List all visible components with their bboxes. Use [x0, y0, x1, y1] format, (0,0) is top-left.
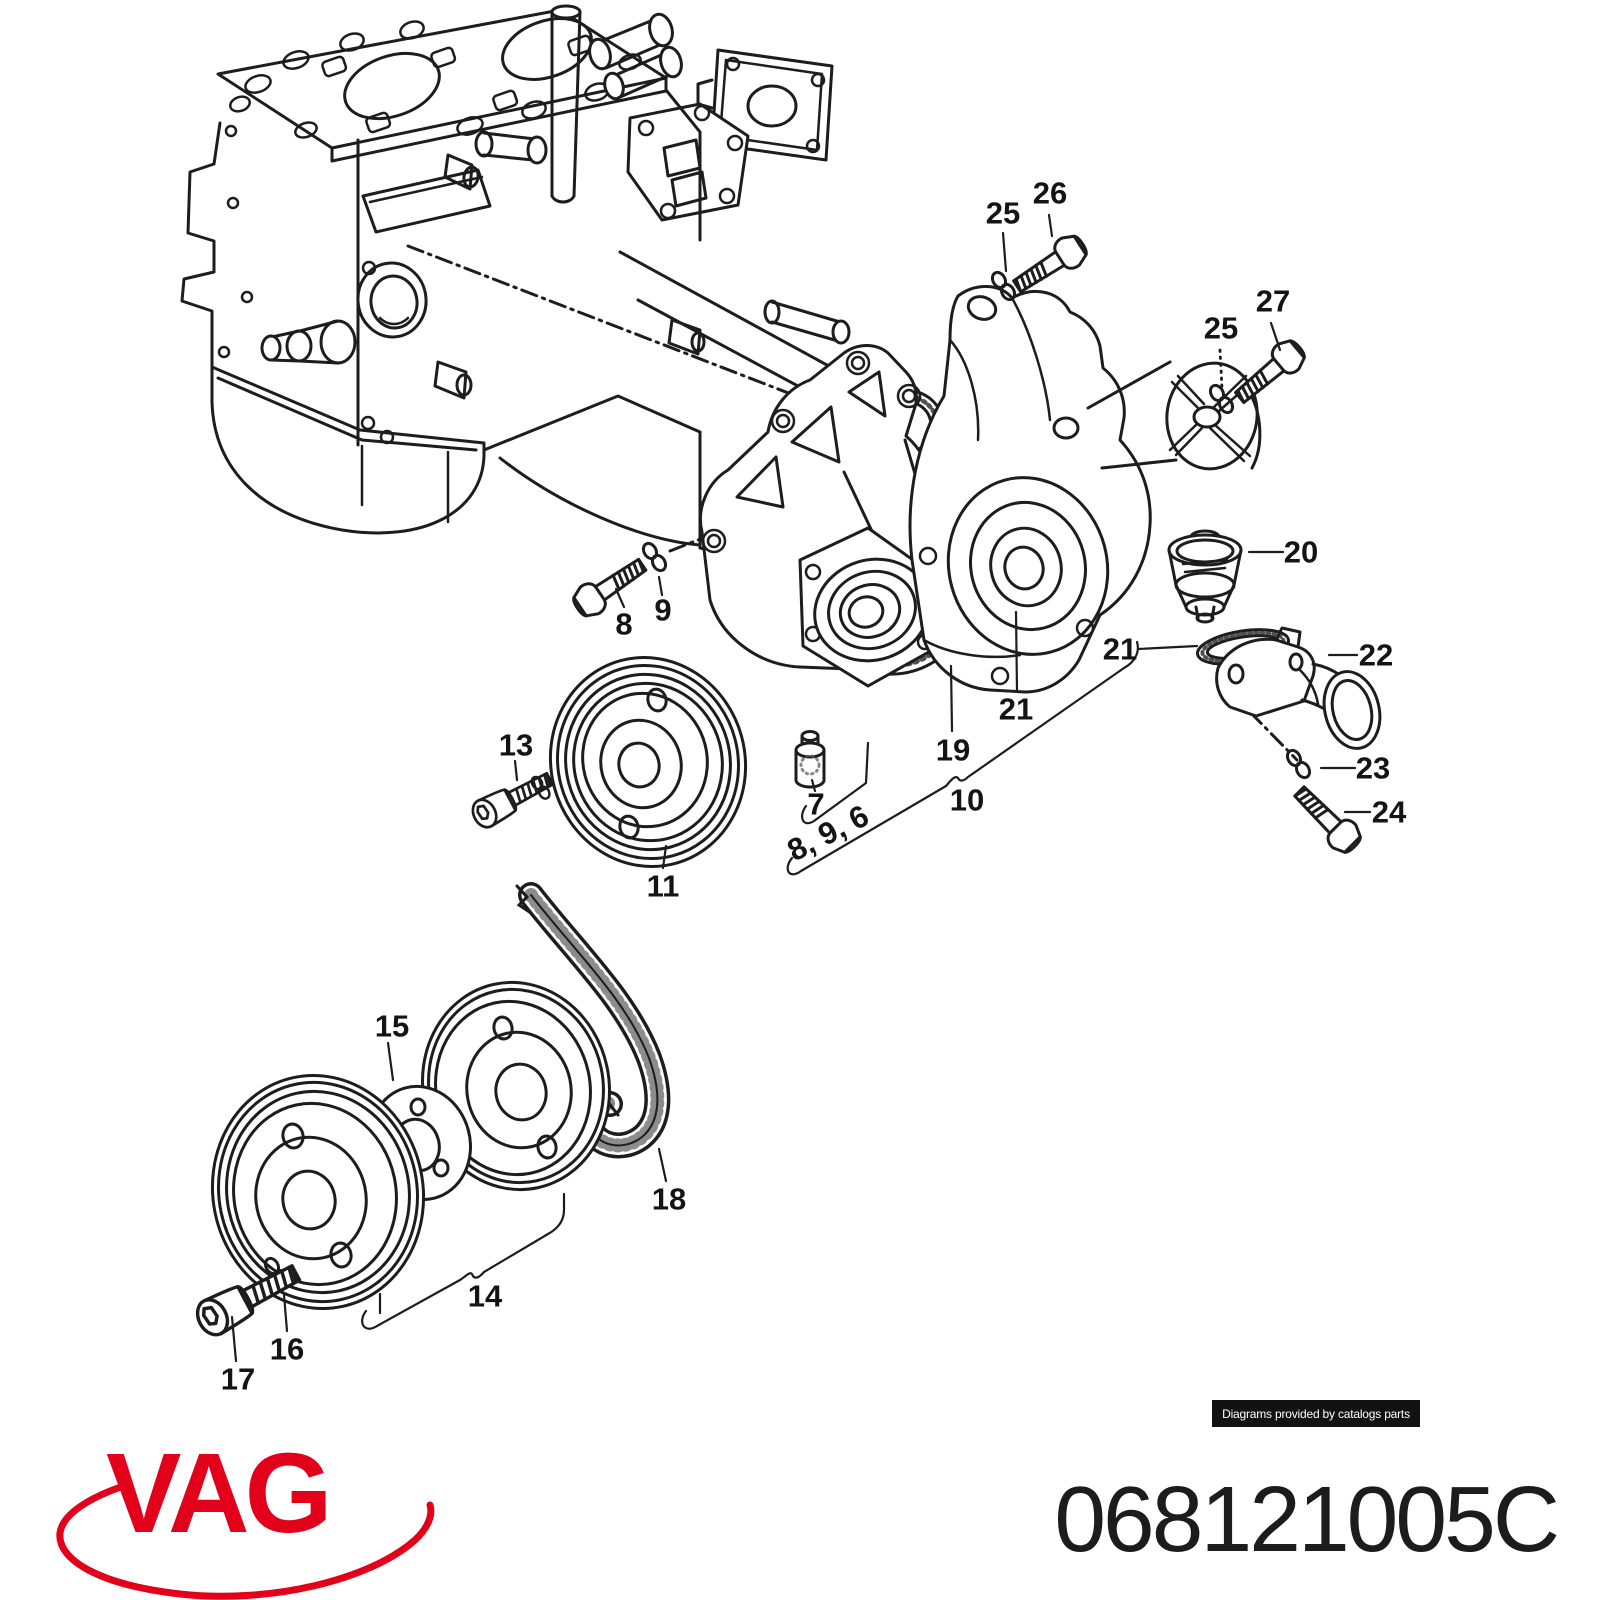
- clip-23-drawing: [1283, 746, 1314, 782]
- callout-16: 16: [270, 1332, 304, 1367]
- vag-logo-text: VAG: [106, 1430, 327, 1556]
- water-pump-drawing: [699, 344, 954, 688]
- callout-26: 26: [1033, 176, 1067, 211]
- water-pump-pulley-drawing: [548, 656, 748, 868]
- part-number: 068121005C: [1054, 1467, 1557, 1571]
- callout-17: 17: [221, 1362, 255, 1397]
- coolant-flange-drawing: [1215, 626, 1382, 750]
- callout-27: 27: [1256, 284, 1290, 319]
- thermostat-drawing: [1167, 529, 1243, 624]
- callout-14: 14: [468, 1279, 503, 1314]
- callout-8: 8: [615, 607, 632, 642]
- callout-23: 23: [1356, 751, 1390, 786]
- vag-logo-swoosh: [56, 1484, 435, 1600]
- callout-8-9-6: 8, 9, 6: [782, 798, 875, 868]
- callout-22: 22: [1359, 638, 1393, 673]
- bolt-8-drawing: [567, 549, 653, 624]
- bolt-24-drawing: [1286, 778, 1368, 860]
- watermark-badge: Diagrams provided by catalogs parts: [1212, 1400, 1420, 1427]
- vag-logo: VAG: [56, 1430, 435, 1600]
- sealing-plug-drawing: [794, 730, 826, 789]
- group-brackets: [361, 640, 1139, 1330]
- pump-cover-drawing: [908, 285, 1262, 694]
- leader-lines: [230, 213, 1372, 1363]
- callout-10: 10: [950, 783, 984, 818]
- callout-21-left: 21: [999, 692, 1033, 727]
- bolt-26-drawing: [1006, 228, 1093, 302]
- callout-25-right: 25: [1204, 311, 1238, 346]
- callout-18: 18: [652, 1182, 686, 1217]
- crankshaft-pulley-drawing: [210, 1073, 426, 1311]
- callout-9: 9: [654, 593, 671, 628]
- callout-15: 15: [375, 1009, 409, 1044]
- watermark-badge-bg: [1212, 1400, 1420, 1427]
- callout-19: 19: [936, 733, 970, 768]
- callout-20: 20: [1284, 535, 1318, 570]
- callout-25-left: 25: [986, 196, 1020, 231]
- watermark-badge-text: Diagrams provided by catalogs parts: [1222, 1407, 1410, 1421]
- callout-21-right: 21: [1103, 632, 1137, 667]
- callout-13: 13: [499, 728, 533, 763]
- callout-24: 24: [1372, 795, 1407, 830]
- callout-11: 11: [647, 869, 680, 904]
- callout-7: 7: [807, 787, 824, 822]
